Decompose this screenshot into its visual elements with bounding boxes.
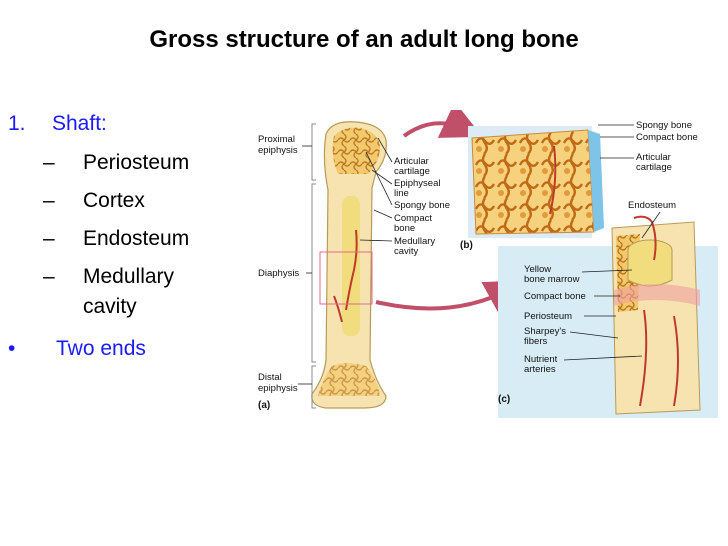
- label-yellow-2: bone marrow: [524, 274, 580, 285]
- panel-b: (b) Spongy bone Compact bone Articular c…: [460, 120, 698, 251]
- long-bone-figure: Proximal epiphysis Diaphysis Distal epip…: [258, 110, 718, 418]
- label-articular-b-2: cartilage: [636, 162, 672, 173]
- diaphysis-section-box: [319, 251, 373, 305]
- list-marker: –: [43, 265, 55, 288]
- subitem-medullary-line2: cavity: [83, 295, 137, 318]
- label-articular-1: Articular: [394, 156, 429, 167]
- distal-bracket: [311, 365, 316, 409]
- label-spongy-b: Spongy bone: [636, 120, 692, 131]
- label-proximal-2: epiphysis: [258, 145, 298, 156]
- label-proximal-1: Proximal: [258, 134, 295, 145]
- panel-a: Proximal epiphysis Diaphysis Distal epip…: [258, 121, 450, 411]
- outline-item-two-ends: • Two ends: [8, 337, 146, 361]
- proximal-spongy: [332, 127, 380, 174]
- list-marker: 1.: [8, 112, 26, 135]
- subitem-endosteum: – Endosteum: [43, 227, 189, 251]
- subitem-periosteum: – Periosteum: [43, 151, 189, 175]
- diaphysis-bracket: [311, 183, 316, 363]
- slide-title: Gross structure of an adult long bone: [149, 26, 579, 53]
- subitem-label: Cortex: [83, 189, 145, 212]
- panel-a-letter: (a): [258, 400, 270, 411]
- label-sharpey-2: fibers: [524, 336, 547, 347]
- label-distal-1: Distal: [258, 372, 282, 383]
- label-nutrient-2: arteries: [524, 364, 556, 375]
- list-marker: –: [43, 189, 55, 212]
- distal-spongy: [318, 363, 380, 396]
- subitem-label: Medullary: [83, 265, 175, 288]
- panel-c-letter: (c): [498, 394, 510, 405]
- label-diaphysis: Diaphysis: [258, 268, 299, 279]
- label-periosteum: Periosteum: [524, 311, 572, 322]
- label-medullary-1: Medullary: [394, 236, 435, 247]
- label-epiphyseal-2: line: [394, 188, 409, 199]
- artery: [333, 229, 358, 323]
- subitem-label: Periosteum: [83, 151, 190, 174]
- label-compact-2: bone: [394, 223, 415, 234]
- label-compact-b: Compact bone: [636, 132, 698, 143]
- subitem-cortex: – Cortex: [43, 189, 145, 213]
- proximal-bracket: [311, 123, 316, 181]
- list-marker: •: [8, 337, 16, 360]
- panel-b-letter: (b): [460, 240, 473, 251]
- list-marker: –: [43, 151, 55, 174]
- arrow-to-c: [375, 280, 527, 318]
- subitem-label: Endosteum: [83, 227, 190, 250]
- label-epiphyseal-1: Epiphyseal: [394, 178, 440, 189]
- arrow-to-b: [402, 110, 483, 138]
- label-sharpey-1: Sharpey's: [524, 326, 566, 337]
- medullary-cavity: [342, 196, 360, 336]
- outline-item-shaft: 1. Shaft:: [8, 112, 107, 136]
- label-compact-1: Compact: [394, 213, 432, 224]
- label-distal-2: epiphysis: [258, 383, 298, 394]
- label-nutrient-1: Nutrient: [524, 354, 558, 365]
- subitem-medullary: – Medullary: [43, 265, 174, 289]
- outline-label: Two ends: [56, 337, 146, 360]
- outline-label: Shaft:: [52, 112, 107, 135]
- label-compact-c: Compact bone: [524, 291, 586, 302]
- label-articular-b-1: Articular: [636, 152, 671, 163]
- list-marker: –: [43, 227, 55, 250]
- label-yellow-1: Yellow: [524, 264, 551, 275]
- label-articular-2: cartilage: [394, 166, 430, 177]
- label-spongy-a: Spongy bone: [394, 200, 450, 211]
- label-endosteum: Endosteum: [628, 200, 676, 211]
- label-medullary-2: cavity: [394, 246, 419, 257]
- panel-c: Endosteum Yellow bone marrow Compact bon…: [498, 200, 718, 418]
